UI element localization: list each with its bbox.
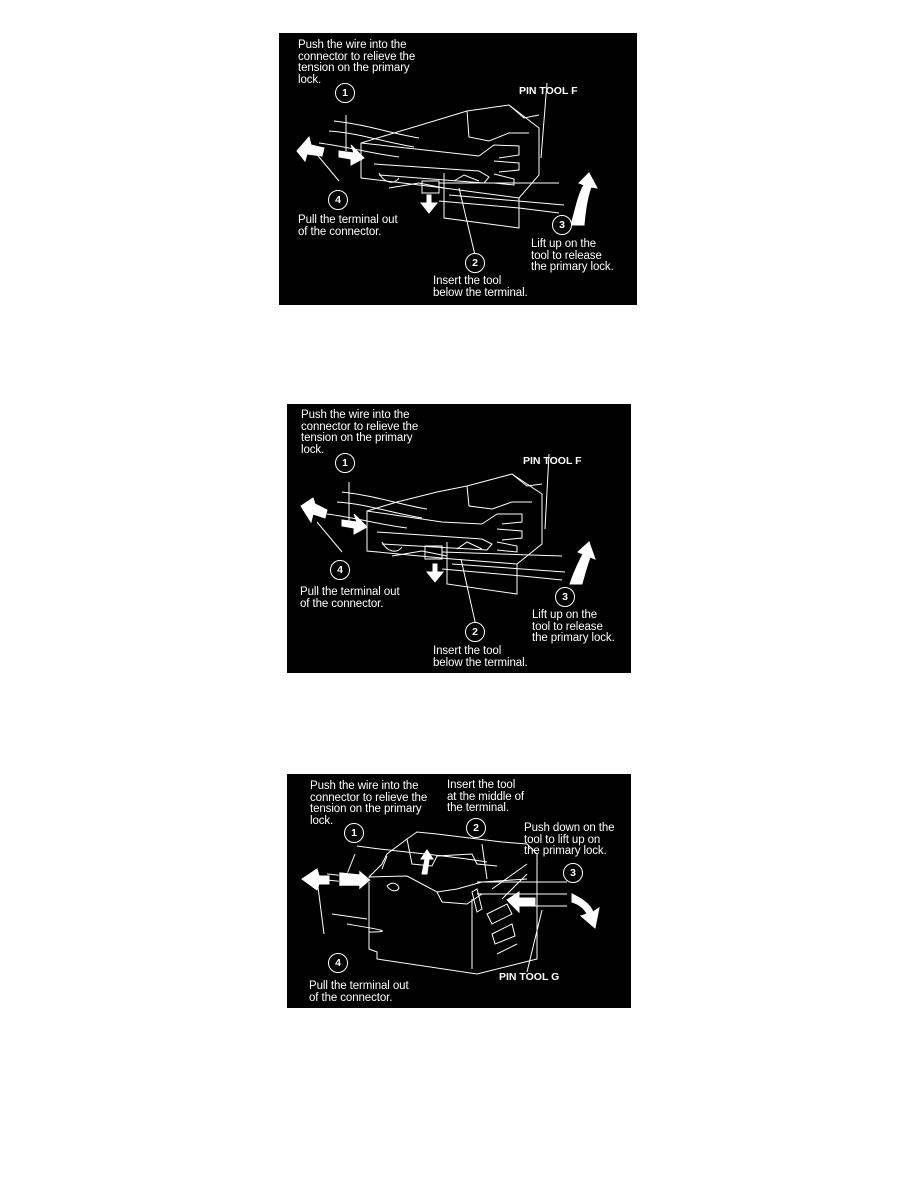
connector-drawing <box>301 831 600 975</box>
step-3-badge: 3 <box>555 587 575 607</box>
step-2-text: Insert the tool below the terminal. <box>433 275 528 299</box>
step-4-text: Pull the terminal out of the connector. <box>298 214 398 238</box>
step-2-badge: 2 <box>465 622 485 642</box>
step-2-badge: 2 <box>465 253 485 273</box>
step-1-text: Push the wire into the connector to reli… <box>310 780 428 827</box>
step-2-text: Insert the tool below the terminal. <box>433 645 528 669</box>
figure-3-pin-tool-g: Push the wire into the connector to reli… <box>287 774 631 1008</box>
step-3-text: Lift up on the tool to release the prima… <box>531 238 614 273</box>
connector-drawing <box>296 82 598 256</box>
step-1-badge: 1 <box>335 83 355 103</box>
step-2-text: Insert the tool at the middle of the ter… <box>447 779 525 814</box>
step-3-badge: 3 <box>563 863 583 883</box>
step-4-text: Pull the terminal out of the connector. <box>309 980 409 1004</box>
step-4-text: Pull the terminal out of the connector. <box>300 586 400 610</box>
step-1-text: Push the wire into the connector to reli… <box>298 39 416 86</box>
step-4-badge: 4 <box>330 560 350 580</box>
step-1-badge: 1 <box>335 453 355 473</box>
figure-2-pin-tool-f: Push the wire into the connector to reli… <box>287 404 631 673</box>
step-1-badge: 1 <box>344 823 364 843</box>
pin-tool-label: PIN TOOL G <box>499 971 560 983</box>
pin-tool-label: PIN TOOL F <box>519 85 578 97</box>
step-4-badge: 4 <box>328 953 348 973</box>
step-3-text: Push down on the tool to lift up on the … <box>524 822 615 857</box>
step-4-badge: 4 <box>328 190 348 210</box>
connector-drawing <box>300 453 596 627</box>
step-3-text: Lift up on the tool to release the prima… <box>532 609 615 644</box>
step-3-badge: 3 <box>552 215 572 235</box>
step-2-badge: 2 <box>466 818 486 838</box>
pin-tool-label: PIN TOOL F <box>523 455 582 467</box>
step-1-text: Push the wire into the connector to reli… <box>301 409 419 456</box>
figure-1-pin-tool-f: Push the wire into the connector to reli… <box>279 33 637 305</box>
